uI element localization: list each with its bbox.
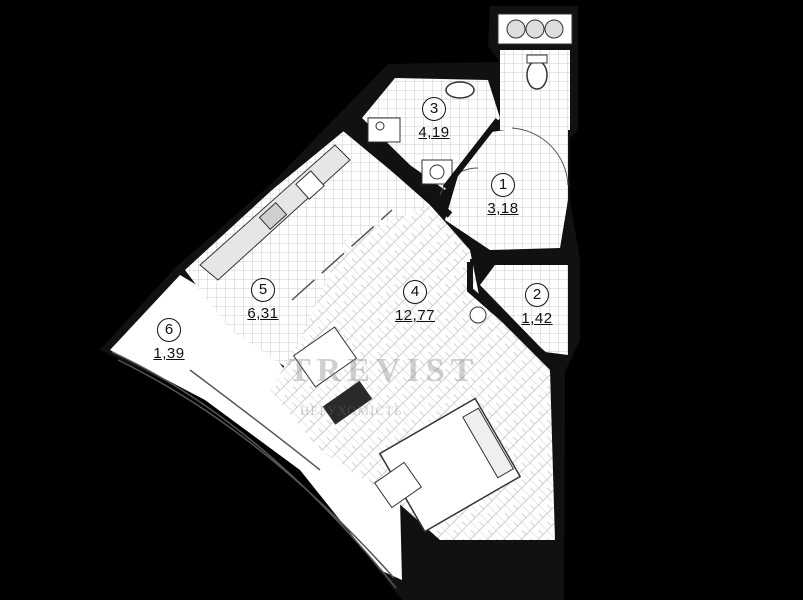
table-icon — [292, 326, 358, 388]
toilet-icon — [526, 60, 548, 90]
shower-drain-icon — [375, 121, 385, 131]
wc-fixture — [506, 19, 526, 39]
shower-tray — [367, 117, 401, 143]
room-divider — [291, 209, 393, 301]
washing-machine-icon — [421, 159, 453, 185]
toilet-tank — [526, 54, 548, 64]
room-6-floor — [110, 275, 402, 580]
wc-fixture — [525, 19, 545, 39]
stove-icon — [295, 170, 325, 200]
inner-wall — [442, 118, 501, 190]
bed-pillow — [462, 407, 515, 479]
balcony-railing — [111, 351, 397, 589]
door-swing — [511, 127, 569, 186]
kitchen-sink-icon — [258, 201, 288, 231]
room-5-floor — [185, 130, 430, 370]
tv-stand — [322, 380, 373, 425]
inner-wall — [342, 125, 453, 218]
plant-icon — [469, 306, 487, 324]
wc-fixture — [544, 19, 564, 39]
inner-wall — [467, 262, 550, 361]
armchair-icon — [373, 461, 423, 509]
sink-icon — [445, 81, 475, 99]
washing-machine-drum — [429, 164, 445, 180]
